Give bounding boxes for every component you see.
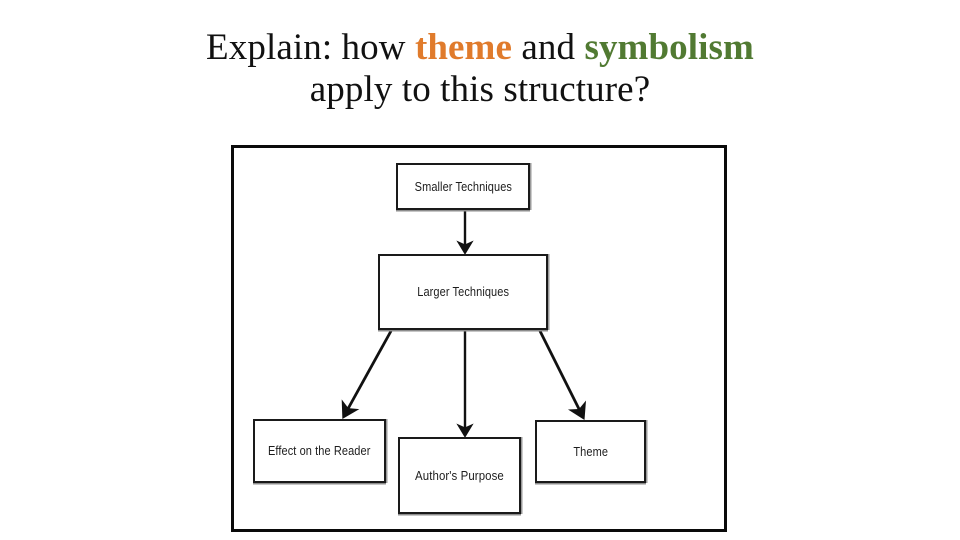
- title-line-2: apply to this structure?: [309, 68, 651, 110]
- arrow-larger-to-theme: [538, 330, 587, 421]
- flow-box-larger-techniques[interactable]: Larger Techniques: [378, 254, 548, 330]
- title-word-explain-how: Explain: how: [206, 27, 415, 68]
- page-title: Explain: how theme and symbolism apply t…: [0, 28, 960, 110]
- flow-box-effect-on-the-reader[interactable]: Effect on the Reader: [253, 419, 386, 483]
- flow-box-label: Larger Techniques: [417, 285, 509, 299]
- flow-box-label: Effect on the Reader: [268, 444, 371, 458]
- title-word-symbolism: symbolism: [584, 27, 754, 68]
- title-word-and: and: [512, 27, 585, 68]
- flow-box-smaller-techniques[interactable]: Smaller Techniques: [396, 163, 530, 210]
- diagram-arrow-layer: [341, 210, 587, 438]
- title-line-1: Explain: how theme and symbolism: [0, 28, 960, 68]
- flow-box-label: Theme: [573, 444, 608, 459]
- title-word-theme: theme: [414, 27, 513, 68]
- diagram-frame: Smaller Techniques Larger Techniques Eff…: [231, 145, 727, 532]
- flow-box-theme[interactable]: Theme: [535, 420, 646, 483]
- flow-box-authors-purpose[interactable]: Author's Purpose: [398, 437, 521, 514]
- flow-box-label: Smaller Techniques: [414, 179, 512, 194]
- arrow-larger-to-effect: [341, 330, 393, 419]
- flow-box-label: Author's Purpose: [415, 468, 504, 483]
